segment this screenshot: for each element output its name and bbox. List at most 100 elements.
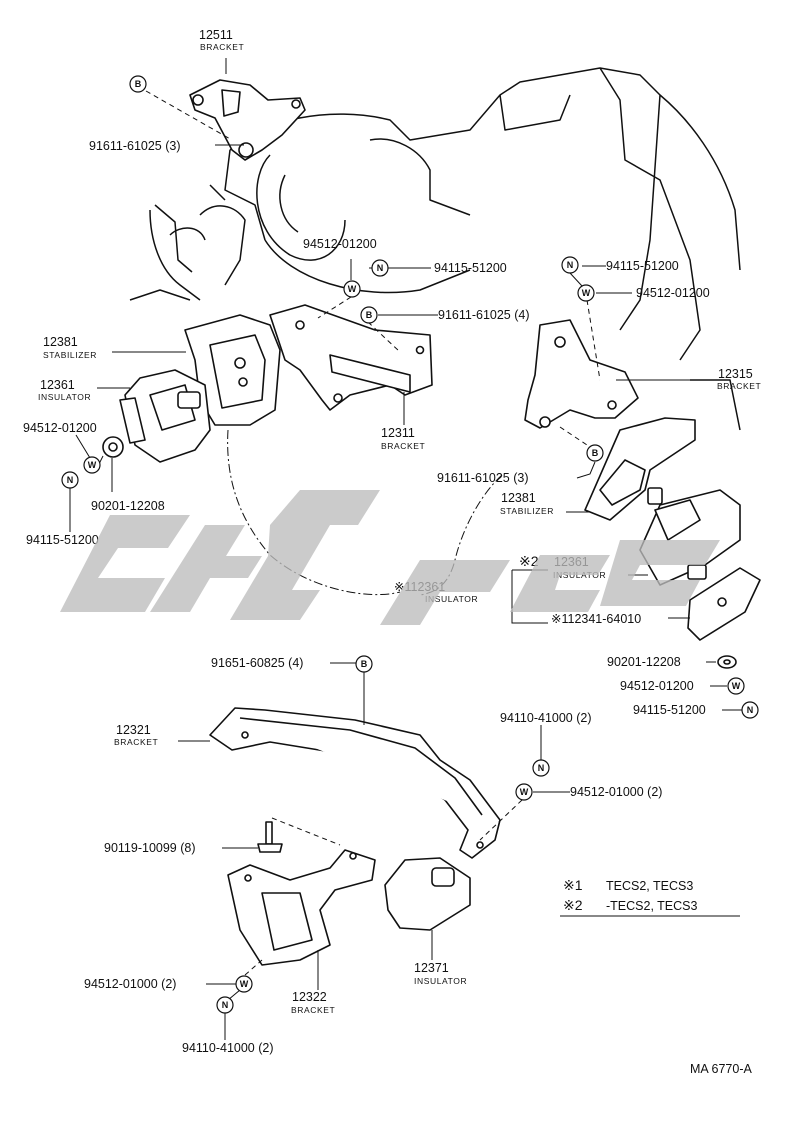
washer-symbol-right2: W	[727, 677, 745, 695]
watermark-logo	[60, 490, 720, 625]
nut-symbol-right2: N	[741, 701, 759, 719]
label-12371-num: 12371	[414, 961, 449, 975]
stabilizer-left-drawing	[184, 314, 281, 426]
label-12381-left-sub: STABILIZER	[43, 350, 97, 360]
label-12315-num: 12315	[718, 367, 753, 381]
svg-text:W: W	[582, 288, 591, 298]
bracket-12321-drawing	[209, 707, 501, 859]
svg-text:N: N	[538, 763, 545, 773]
label-12371-sub: INSULATOR	[414, 976, 467, 986]
fan-assembly	[129, 184, 246, 301]
watermark-shape-5	[510, 555, 610, 612]
nut-symbol-low: N	[532, 759, 550, 777]
label-94512-left: 94512-01200	[23, 421, 97, 435]
nut-symbol-right: N	[561, 256, 579, 274]
label-91651: 91651-60825 (4)	[211, 656, 303, 670]
insulator-block-drawing	[687, 564, 761, 641]
left-washer-nut-drawing	[102, 436, 124, 458]
bolt-symbol-top: B	[129, 75, 147, 93]
nut-symbol-bot: N	[216, 996, 234, 1014]
label-112361-sub: INSULATOR	[425, 594, 478, 604]
label-94115-right2: 94115-51200	[633, 703, 706, 717]
svg-text:W: W	[240, 979, 249, 989]
washer-symbol-left: W	[83, 456, 101, 474]
washer-symbol-top: W	[343, 280, 361, 298]
label-12322-sub: BRACKET	[291, 1005, 335, 1015]
watermark-shape-1	[60, 515, 190, 612]
right-washer-drawing	[717, 655, 737, 669]
label-94512-right2: 94512-01200	[620, 679, 694, 693]
nut-symbol-top: N	[371, 259, 389, 277]
watermark-shape-3	[230, 490, 380, 620]
svg-text:B: B	[361, 659, 368, 669]
label-94115-right: 94115-51200	[606, 259, 679, 273]
label-90201-right: 90201-12208	[607, 655, 681, 669]
label-94110-right: 94110-41000 (2)	[500, 711, 592, 725]
svg-text:N: N	[567, 260, 574, 270]
label-94115-top: 94115-51200	[434, 261, 507, 275]
svg-text:N: N	[67, 475, 74, 485]
label-90201-left: 90201-12208	[91, 499, 165, 513]
bracket-12511-drawing	[189, 79, 306, 161]
label-94512-right: 94512-01200	[636, 286, 710, 300]
insulator-12371-drawing	[384, 857, 471, 931]
label-12321-num: 12321	[116, 723, 151, 737]
bracket-12315-drawing	[524, 319, 639, 429]
washer-symbol-right: W	[577, 284, 595, 302]
bolt-symbol-mid: B	[360, 306, 378, 324]
svg-text:N: N	[222, 1000, 229, 1010]
svg-text:B: B	[592, 448, 599, 458]
label-12311-sub: BRACKET	[381, 441, 425, 451]
label-12381-left-num: 12381	[43, 335, 78, 349]
washer-symbol-low: W	[515, 783, 533, 801]
label-112341: ※112341-64010	[551, 612, 641, 626]
svg-text:W: W	[732, 681, 741, 691]
label-94512-low: 94512-01000 (2)	[570, 785, 662, 799]
watermark-shape-2	[150, 525, 262, 612]
watermark-shape-4	[380, 560, 510, 625]
label-94110-bot: 94110-41000 (2)	[182, 1041, 274, 1055]
svg-text:B: B	[135, 79, 142, 89]
note-2-text: -TECS2, TECS3	[606, 899, 698, 913]
label-12361-right-mark: ※2	[519, 553, 539, 569]
label-91611-right: 91611-61025 (3)	[437, 471, 529, 485]
bolt-90119-drawing	[257, 821, 283, 853]
label-12511-sub: BRACKET	[200, 42, 244, 52]
insulator-left-drawing	[119, 369, 211, 463]
label-94512-bot: 94512-01000 (2)	[84, 977, 176, 991]
svg-text:B: B	[366, 310, 373, 320]
svg-text:W: W	[348, 284, 357, 294]
label-12511-num: 12511	[199, 28, 233, 42]
note-2-mark: ※2	[563, 897, 583, 913]
label-12381-right-num: 12381	[501, 491, 536, 505]
label-91611-mid: 91611-61025 (4)	[438, 308, 530, 322]
bracket-12322-drawing	[227, 849, 376, 966]
leader-lines	[69, 58, 742, 1040]
washer-symbol-bot: W	[235, 975, 253, 993]
label-12315-sub: BRACKET	[717, 381, 761, 391]
svg-text:W: W	[88, 460, 97, 470]
label-12322-num: 12322	[292, 990, 327, 1004]
notes-legend: ※1 TECS2, TECS3 ※2 -TECS2, TECS3	[560, 877, 740, 917]
reference-code: MA 6770-A	[690, 1062, 753, 1076]
svg-text:W: W	[520, 787, 529, 797]
label-12321-sub: BRACKET	[114, 737, 158, 747]
bolt-symbol-right: B	[586, 444, 604, 462]
bolt-symbol-crossmember: B	[355, 655, 373, 673]
label-12311-num: 12311	[381, 426, 415, 440]
stabilizer-right-drawing	[584, 417, 696, 521]
label-94512-top: 94512-01200	[303, 237, 377, 251]
label-12361-left-num: 12361	[40, 378, 75, 392]
nut-symbol-left: N	[61, 471, 79, 489]
watermark-shape-6	[600, 540, 720, 606]
svg-text:N: N	[377, 263, 384, 273]
svg-text:N: N	[747, 705, 754, 715]
note-1-mark: ※1	[563, 877, 583, 893]
bracket-12311-drawing	[269, 304, 433, 411]
label-12381-right-sub: STABILIZER	[500, 506, 554, 516]
label-12361-left-sub: INSULATOR	[38, 392, 91, 402]
label-94115-left: 94115-51200	[26, 533, 99, 547]
label-91611-top: 91611-61025 (3)	[89, 139, 181, 153]
label-90119: 90119-10099 (8)	[104, 841, 196, 855]
